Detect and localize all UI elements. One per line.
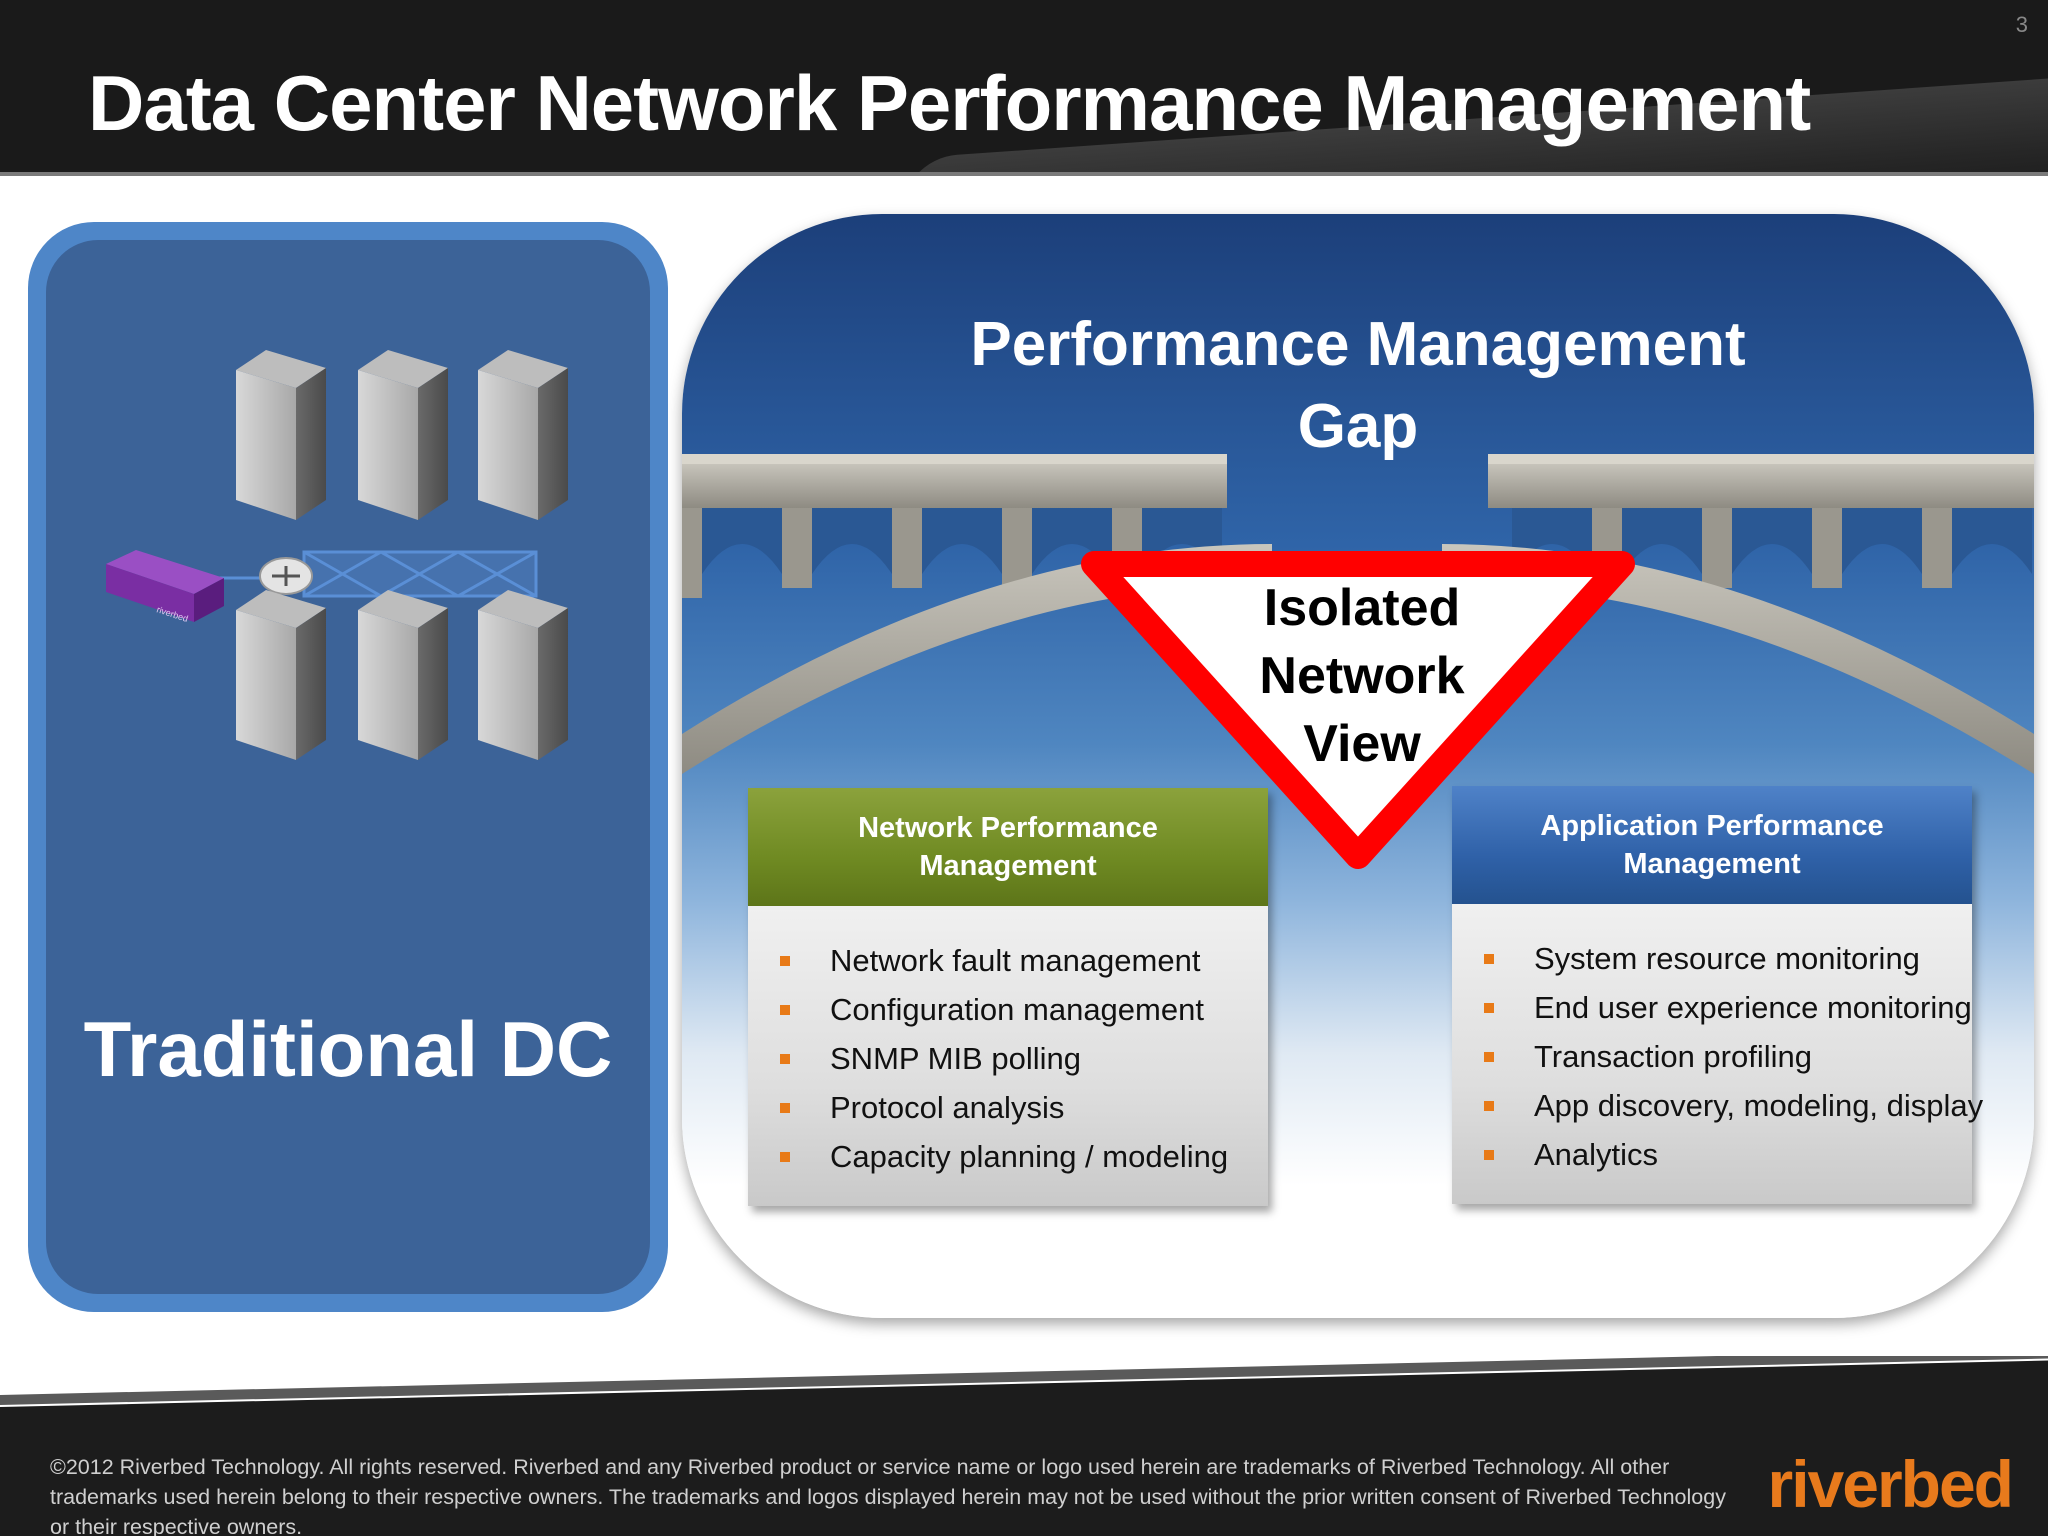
network-link-icon	[201, 550, 538, 598]
list-item-text: Network fault management	[830, 943, 1201, 978]
npm-header-line2: Management	[919, 850, 1097, 882]
traditional-dc-label: Traditional DC	[83, 1005, 613, 1093]
list-item-text: System resource monitoring	[1534, 941, 1920, 976]
warning-line3: View	[1303, 715, 1421, 773]
data-center-illustration: riverbed	[106, 350, 568, 760]
apm-header-line1: Application Performance	[1540, 810, 1884, 842]
list-item: App discovery, modeling, display	[1482, 1081, 1983, 1130]
gap-title-line1: Performance Management	[970, 310, 1746, 379]
server-rack-icon	[236, 350, 326, 520]
server-rack-icon	[358, 350, 448, 520]
isolated-network-view-label: Isolated Network View	[1242, 574, 1482, 778]
bullet-icon	[1484, 954, 1494, 964]
server-rack-icon	[358, 590, 448, 760]
bullet-icon	[780, 1054, 790, 1064]
apm-box: Application Performance Management Syste…	[1452, 786, 1983, 1204]
performance-gap-panel: Performance Management Gap Isolated Netw…	[682, 214, 2034, 1318]
list-item: System resource monitoring	[1482, 934, 1972, 983]
npm-header-line1: Network Performance	[858, 812, 1158, 844]
gap-title: Performance Management Gap	[682, 304, 2034, 468]
npm-box-body: Network fault management Configuration m…	[748, 906, 1268, 1206]
list-item: SNMP MIB polling	[778, 1034, 1268, 1083]
warning-line1: Isolated	[1263, 579, 1461, 637]
list-item: Transaction profiling	[1482, 1032, 1972, 1081]
list-item: Analytics	[1482, 1130, 1972, 1179]
list-item-text: Protocol analysis	[830, 1090, 1065, 1125]
list-item-text: Capacity planning / modeling	[830, 1139, 1229, 1174]
server-rack-icon	[478, 590, 568, 760]
npm-list: Network fault management Configuration m…	[748, 936, 1268, 1181]
bullet-icon	[780, 956, 790, 966]
list-item-text: Transaction profiling	[1534, 1039, 1812, 1074]
slide-footer: ©2012 Riverbed Technology. All rights re…	[0, 1356, 2048, 1536]
copyright-notice: ©2012 Riverbed Technology. All rights re…	[50, 1455, 1726, 1536]
list-item-text: Configuration management	[830, 992, 1204, 1027]
apm-box-body: System resource monitoring End user expe…	[1452, 904, 1983, 1204]
page-number: 3	[2015, 12, 2028, 37]
slide-title: Data Center Network Performance Manageme…	[88, 59, 1811, 147]
bullet-icon	[1484, 1150, 1494, 1160]
warning-line2: Network	[1259, 647, 1465, 705]
list-item: End user experience monitoring	[1482, 983, 1972, 1032]
header-divider	[0, 172, 2048, 176]
router-icon	[259, 557, 313, 595]
riverbed-appliance-icon: riverbed	[106, 550, 224, 624]
bullet-icon	[1484, 1101, 1494, 1111]
npm-box-header: Network Performance Management	[748, 788, 1268, 906]
gap-title-line2: Gap	[1297, 392, 1419, 461]
riverbed-logo: riverbed	[1767, 1447, 2014, 1521]
npm-box: Network Performance Management Network f…	[748, 788, 1268, 1206]
bullet-icon	[1484, 1003, 1494, 1013]
list-item: Capacity planning / modeling	[778, 1132, 1268, 1181]
list-item-text: Analytics	[1534, 1137, 1659, 1172]
list-item: Configuration management	[778, 985, 1268, 1034]
list-item: Network fault management	[778, 936, 1268, 985]
list-item-text: End user experience monitoring	[1534, 990, 1972, 1025]
bullet-icon	[1484, 1052, 1494, 1062]
bullet-icon	[780, 1152, 790, 1162]
apm-header-line2: Management	[1623, 848, 1801, 880]
warning-triangle-icon	[1081, 551, 1635, 869]
server-rack-icon	[236, 590, 326, 760]
apm-box-header: Application Performance Management	[1452, 786, 1972, 904]
list-item-text: SNMP MIB polling	[830, 1041, 1081, 1076]
traditional-dc-panel-inner: riverbed Traditional DC	[46, 240, 650, 1294]
bullet-icon	[780, 1005, 790, 1015]
broken-bridge-illustration	[682, 454, 2034, 869]
list-item: Protocol analysis	[778, 1083, 1268, 1132]
server-rack-icon	[478, 350, 568, 520]
traditional-dc-panel: riverbed Traditional DC	[28, 222, 668, 1312]
slide-header: Data Center Network Performance Manageme…	[0, 0, 2048, 172]
list-item-text: App discovery, modeling, display	[1534, 1088, 1984, 1123]
apm-list: System resource monitoring End user expe…	[1452, 934, 1983, 1179]
bullet-icon	[780, 1103, 790, 1113]
